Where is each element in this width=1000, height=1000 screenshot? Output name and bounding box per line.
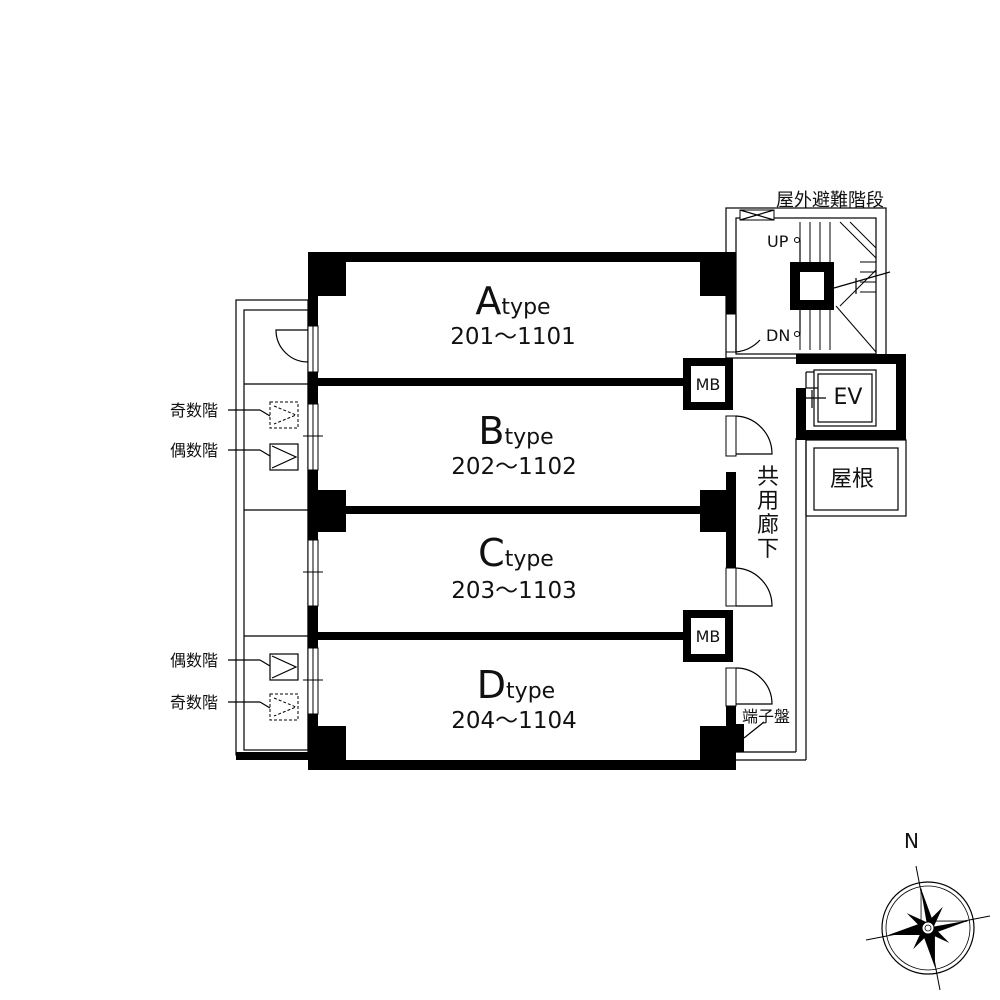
hatch-even-upper: 偶数階 (170, 441, 299, 471)
svg-text:共: 共 (757, 465, 779, 490)
svg-text:偶数階: 偶数階 (170, 441, 218, 460)
mb-label-upper: MB (696, 375, 721, 394)
mb-upper: MB (683, 358, 733, 410)
terminal-board-label: 端子盤 (742, 707, 790, 726)
exterior-stair-label: 屋外避難階段 (776, 190, 884, 211)
hatch-even-lower: 偶数階 (170, 651, 299, 681)
entrance-doors (725, 313, 773, 707)
mb-label-lower: MB (696, 627, 721, 646)
ev-label: EV (834, 385, 863, 410)
hatch-odd-upper: 奇数階 (170, 401, 299, 429)
svg-text:204～1104: 204～1104 (451, 708, 576, 734)
unit-d-label: Dtype 204～1104 (451, 663, 576, 734)
svg-text:下: 下 (757, 537, 779, 562)
balcony (235, 299, 312, 760)
svg-text:203～1103: 203～1103 (451, 578, 576, 604)
hatch-odd-lower: 奇数階 (170, 693, 299, 721)
svg-text:201～1101: 201～1101 (450, 324, 575, 350)
unit-c-label: Ctype 203～1103 (451, 531, 576, 604)
elevator: EV (796, 354, 906, 440)
compass-icon: N (865, 829, 991, 991)
svg-text:奇数階: 奇数階 (170, 693, 218, 712)
svg-text:Btype: Btype (478, 409, 553, 453)
unit-a-label: Atype 201～1101 (450, 279, 575, 350)
up-label: UP (767, 232, 789, 251)
svg-text:Atype: Atype (475, 279, 550, 323)
svg-text:廊: 廊 (757, 513, 779, 538)
main-walls (308, 252, 736, 770)
dn-label: DN (766, 326, 790, 345)
corridor-label: 共 用 廊 下 (757, 465, 779, 562)
svg-text:偶数階: 偶数階 (170, 651, 218, 670)
svg-text:Ctype: Ctype (478, 531, 554, 575)
north-label: N (904, 829, 919, 853)
roof-label: 屋根 (830, 467, 874, 492)
exterior-stair: 屋外避難階段 UP DN (725, 190, 891, 359)
svg-text:Dtype: Dtype (477, 663, 555, 707)
left-openings (275, 325, 323, 715)
roof: 屋根 (805, 439, 907, 517)
svg-text:202～1102: 202～1102 (451, 454, 576, 480)
svg-text:用: 用 (757, 489, 779, 514)
unit-b-label: Btype 202～1102 (451, 409, 576, 480)
svg-text:奇数階: 奇数階 (170, 401, 218, 420)
mb-lower: MB (683, 610, 733, 662)
